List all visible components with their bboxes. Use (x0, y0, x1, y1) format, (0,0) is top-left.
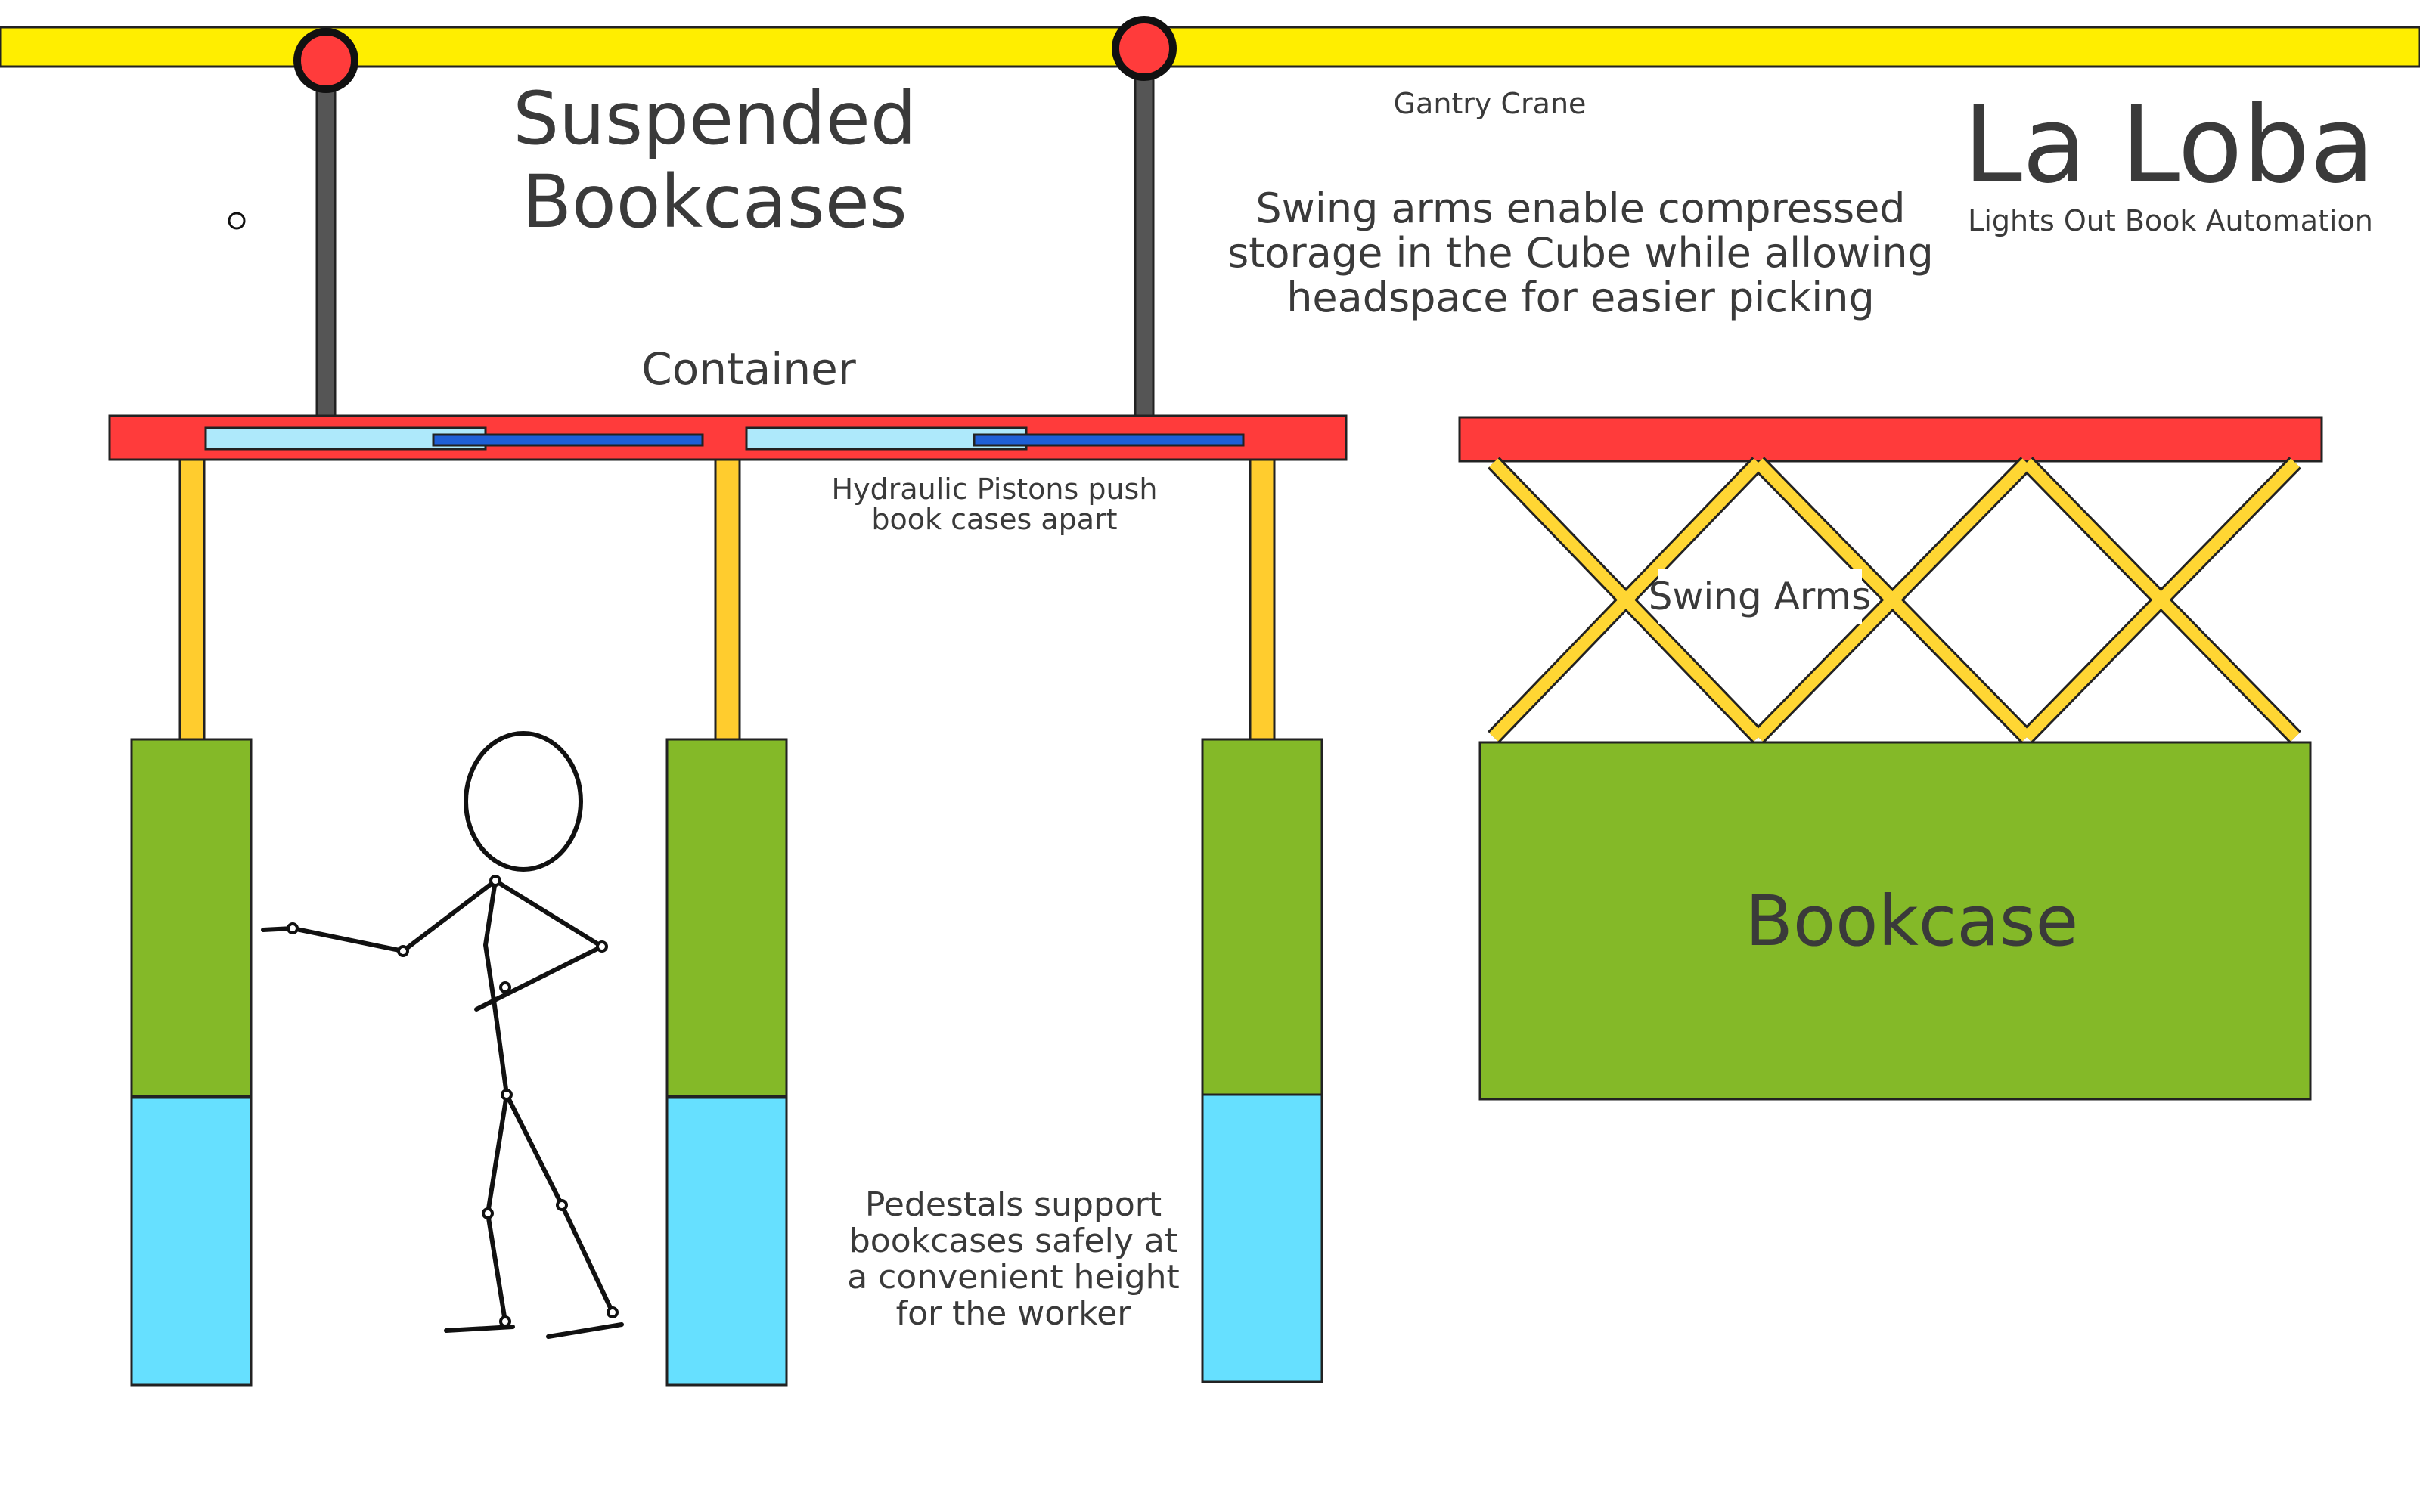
pedestals-label-line-3: a convenient height (847, 1258, 1180, 1297)
swing-note-line-2: storage in the Cube while allowing (1227, 229, 1934, 277)
gantry-crane-label: Gantry Crane (1394, 87, 1587, 120)
hanger-rod-right (1134, 47, 1155, 417)
vertical-arm-2 (714, 458, 741, 742)
hydraulic-piston-2 (745, 426, 1245, 451)
title-line-1: Suspended (513, 76, 917, 161)
container-label: Container (641, 343, 856, 395)
vertical-arm-1 (178, 458, 206, 742)
swing-arms-label-bg (1658, 569, 1862, 624)
pistons-label-line-1: Hydraulic Pistons push (832, 472, 1158, 506)
bookcase-side-1 (130, 738, 253, 1098)
pedestals-label-line-4: for the worker (896, 1294, 1132, 1333)
pedestal-1 (130, 1096, 253, 1387)
swing-arms-label: Swing Arms (1649, 575, 1871, 618)
worker-stick-figure (261, 731, 624, 1339)
bookcase-side-3 (1201, 738, 1323, 1098)
pedestal-3 (1201, 1093, 1323, 1383)
bookcase-front (1478, 741, 2312, 1101)
pedestals-label-line-2: bookcases safely at (849, 1222, 1177, 1260)
bookcase-side-2 (666, 738, 788, 1098)
hydraulic-piston-1 (204, 426, 704, 451)
title-line-2: Bookcases (522, 160, 908, 244)
small-circle-mark (228, 212, 246, 230)
swing-arms (1488, 457, 2301, 743)
pedestals-label-line-1: Pedestals support (865, 1185, 1162, 1224)
pedestal-2 (666, 1096, 788, 1387)
bookcase-label: Bookcase (1745, 881, 2078, 962)
swing-note-line-1: Swing arms enable compressed (1255, 184, 1905, 232)
pistons-label-line-2: book cases apart (871, 503, 1117, 536)
container-beam-right (1458, 416, 2323, 463)
trolley-right (1112, 16, 1177, 81)
vertical-arm-3 (1249, 458, 1276, 742)
trolley-left (293, 28, 358, 93)
hanger-rod-left (315, 59, 337, 417)
swing-note-line-3: headspace for easier picking (1286, 274, 1875, 321)
brand-name: La Loba (1963, 84, 2375, 207)
brand-tagline: Lights Out Book Automation (1968, 204, 2373, 237)
gantry-rail (0, 26, 2420, 68)
